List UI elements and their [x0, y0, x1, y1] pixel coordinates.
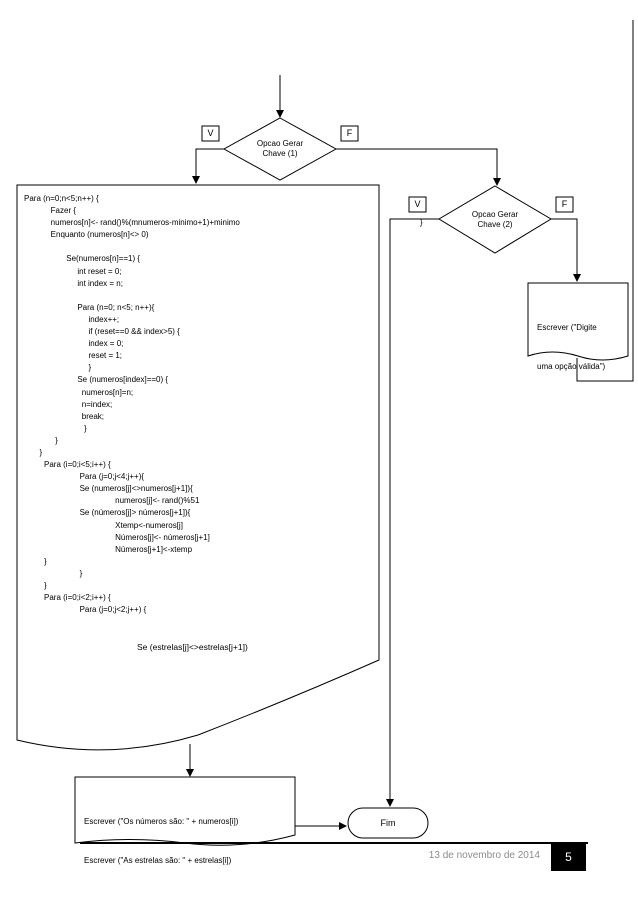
- code-line: n=index;: [24, 399, 113, 409]
- code-line: Xtemp<-numeros[j]: [24, 520, 183, 530]
- page-number: 5: [551, 843, 586, 871]
- decision-2-no-box: [555, 196, 574, 213]
- code-line: }: [24, 556, 47, 566]
- code-line: }: [24, 568, 83, 578]
- code-document-shape: [16, 184, 380, 751]
- code-line: [24, 290, 423, 302]
- code-line: Números[j+1]<-xtemp: [24, 544, 193, 554]
- decision-2-yes-tag: V: [414, 199, 421, 209]
- code-line: Se (números[j]> números[j+1]){: [24, 508, 191, 518]
- code-line: Enquanto (numeros[n]<> 0): [24, 230, 149, 240]
- error-block-text: Escrever ("Digite uma opção válida"): [537, 295, 605, 386]
- decision-1-no-arrow: [336, 148, 501, 186]
- code-line: Para (i=0;i<2;i++) {: [24, 593, 111, 603]
- code-line: Para (i=0;i<5;i++) {: [24, 460, 111, 470]
- code-block-last-line: Se (estrelas[j]<>estrelas[j+1]): [137, 642, 248, 652]
- decision-2-yes-box: [408, 196, 427, 213]
- error-loop-line: [576, 20, 634, 382]
- decision-1-label: Opcao Gerar Chave (1): [240, 139, 320, 159]
- decision-2-line-1: Opcao Gerar: [471, 210, 519, 219]
- code-line: index++;: [24, 314, 120, 324]
- code-line: numeros[j]<- rand()%51: [24, 496, 200, 506]
- code-line: int reset = 0;: [24, 266, 122, 276]
- code-line: }: [24, 363, 92, 373]
- code-line: }: [24, 435, 58, 445]
- decision-2-line-2: Chave (2): [477, 220, 513, 229]
- code-line: index = 0;: [24, 339, 124, 349]
- code-line: }: [24, 447, 43, 457]
- decision-2-label: Opcao Gerar Chave (2): [455, 210, 535, 230]
- footer-date: 13 de novembro de 2014: [428, 850, 540, 861]
- decision-1-shape: [222, 117, 338, 181]
- output-block-text: Escrever ("Os números são: " + numeros[i…: [84, 789, 238, 880]
- code-line: Se(numeros[n]==1) {: [24, 254, 141, 264]
- code-line: int index = n;: [24, 278, 123, 288]
- decision-1-line-2: Chave (1): [262, 149, 298, 158]
- decision-1-no-box: [340, 125, 359, 142]
- code-line: }: [24, 581, 47, 590]
- end-terminal-label: Fim: [380, 818, 396, 828]
- end-terminal-shape: [347, 807, 429, 839]
- code-line: Números[j]<- números[j+1]: [24, 532, 210, 542]
- decision-1-yes-tag: V: [207, 128, 214, 138]
- code-line: Se (numeros[j]<>numeros[j+1]){: [24, 484, 193, 494]
- decision-1-line-1: Opcao Gerar: [256, 139, 304, 148]
- error-line-2: uma opção válida"): [537, 362, 606, 371]
- code-line: Para (j=0;j<2;j++) {: [24, 605, 147, 615]
- code-line: [24, 241, 423, 253]
- code-line: Para (n=0; n<5; n++){: [24, 302, 155, 312]
- code-line: Para (j=0;j<4;j++){: [24, 472, 145, 482]
- decision-2-shape: [438, 185, 552, 254]
- decision-1-yes-box: [201, 125, 220, 142]
- output-line-2: Escrever ("As estrelas são: " + estrelas…: [84, 856, 232, 865]
- code-block-text: Para (n=0;n<5;n++) { Fazer { numeros[n]<…: [24, 193, 423, 616]
- code-line: Se (numeros[index]==0) {: [24, 375, 169, 385]
- code-line: Fazer {: [24, 206, 77, 216]
- error-line-1: Escrever ("Digite: [537, 323, 597, 332]
- decision-1-no-tag: F: [346, 128, 353, 138]
- code-line: break;: [24, 411, 105, 421]
- code-line: reset = 1;: [24, 351, 123, 361]
- code-line: numeros[n]<- rand()%(mnumeros-minimo+1)+…: [24, 218, 423, 228]
- code-line: if (reset==0 && index>5) {: [24, 327, 180, 337]
- code-line: numeros[n]=n;: [24, 387, 134, 397]
- decision-1-yes-arrow: [192, 148, 224, 184]
- decision-2-no-arrow: [551, 218, 581, 282]
- decision-2-no-tag: F: [561, 199, 568, 209]
- decision-2-yes-arrow: [386, 218, 439, 807]
- code-line: Para (n=0;n<5;n++) {: [24, 194, 99, 203]
- error-document-shape: [527, 282, 629, 361]
- code-line: }: [24, 423, 87, 433]
- output-line-1: Escrever ("Os números são: " + numeros[i…: [84, 817, 239, 826]
